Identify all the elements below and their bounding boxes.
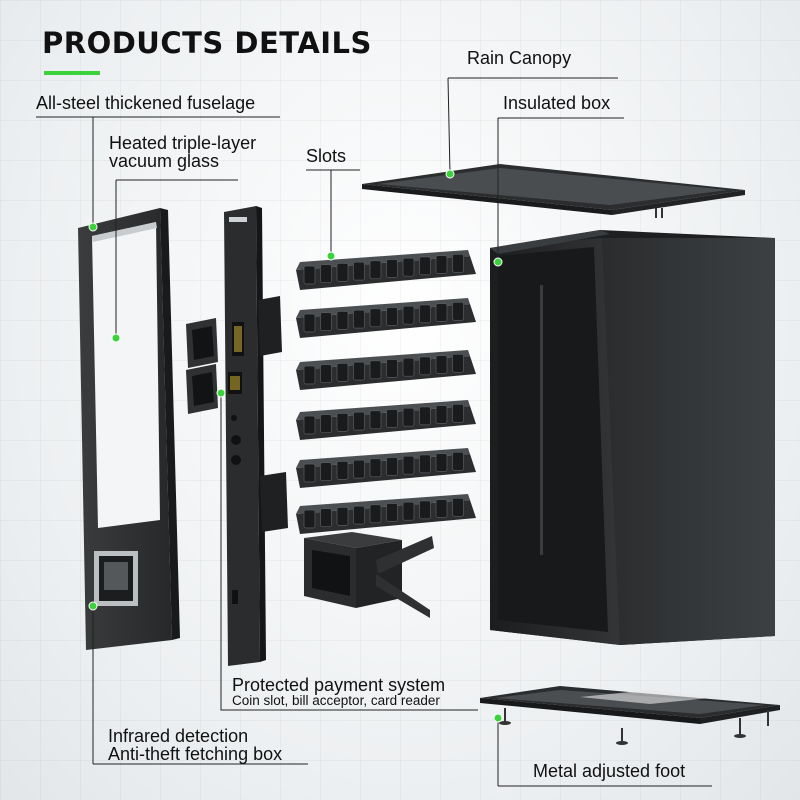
fetching-box-part — [304, 532, 434, 618]
payment-panel-part — [186, 206, 288, 666]
callout-dot-payment — [216, 388, 226, 398]
label-anti-theft: Anti-theft fetching box — [108, 744, 283, 764]
callout-dot-infrared — [88, 601, 98, 611]
label-payment-sub: Coin slot, bill acceptor, card reader — [232, 693, 440, 708]
label-payment-title: Protected payment system — [232, 675, 446, 695]
slot-trays-part — [296, 250, 476, 534]
insulated-box-part — [490, 230, 775, 645]
title-accent-bar — [44, 71, 100, 75]
slot-tray — [296, 298, 476, 338]
label-glass-line1: Heated triple-layer — [109, 133, 257, 153]
slot-tray — [296, 494, 476, 534]
slot-tray — [296, 448, 476, 488]
slot-tray — [296, 250, 476, 290]
rain-canopy-part — [362, 164, 745, 218]
callout-dot-slots — [326, 251, 336, 261]
label-infrared: Infrared detection — [108, 726, 249, 746]
page-title: PRODUCTS DETAILS — [42, 26, 372, 60]
label-rain-canopy: Rain Canopy — [467, 48, 572, 68]
callout-dot-glass — [111, 333, 121, 343]
label-fuselage: All-steel thickened fuselage — [36, 93, 256, 113]
leader-payment — [220, 393, 478, 711]
door-frame-part — [78, 208, 180, 650]
label-insulated-box: Insulated box — [503, 93, 611, 113]
callout-dot-foot — [493, 713, 503, 723]
callout-dot-fuselage — [88, 222, 98, 232]
slot-tray — [296, 350, 476, 390]
callout-dot-rain-canopy — [445, 169, 455, 179]
slot-tray — [296, 400, 476, 440]
callout-dot-insulated-box — [493, 257, 503, 267]
label-metal-foot: Metal adjusted foot — [533, 761, 686, 781]
leader-rain-canopy-drop — [447, 77, 451, 175]
metal-foot-base-part — [480, 686, 780, 745]
label-glass-line2: vacuum glass — [109, 151, 220, 171]
label-slots: Slots — [306, 146, 347, 166]
